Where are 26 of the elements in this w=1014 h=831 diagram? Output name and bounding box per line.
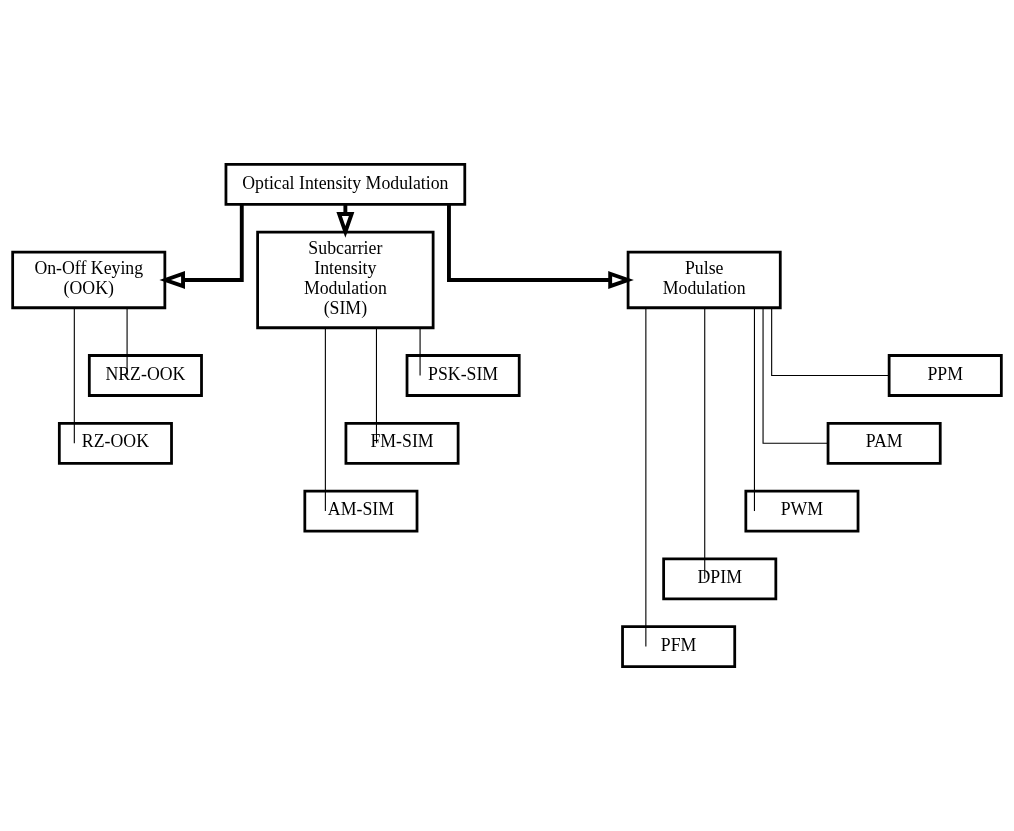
connector <box>126 307 128 377</box>
node-box: On-Off Keying (OOK) <box>11 250 167 310</box>
node-box: AM-SIM <box>303 489 419 533</box>
node-box: DPIM <box>662 557 778 601</box>
connector <box>419 327 421 377</box>
connector <box>704 307 706 580</box>
node-box: PWM <box>744 489 860 533</box>
arrow <box>159 204 244 289</box>
node-box: NRZ-OOK <box>87 354 203 397</box>
node-box: PPM <box>887 354 1003 397</box>
connector <box>375 327 378 444</box>
connector <box>753 307 755 512</box>
connector <box>762 307 829 444</box>
node-box: PSK-SIM <box>405 354 521 397</box>
node-box: Optical Intensity Modulation <box>224 163 467 206</box>
connector <box>324 327 326 512</box>
node-box: RZ-OOK <box>57 421 173 465</box>
connector <box>645 307 647 648</box>
node-box: PAM <box>826 421 942 465</box>
arrow <box>447 204 634 289</box>
node-box: FM-SIM <box>344 421 460 465</box>
node-box: Subcarrier Intensity Modulation (SIM) <box>256 230 435 330</box>
node-box: PFM <box>621 625 737 668</box>
connector <box>73 307 75 444</box>
connector <box>771 307 890 377</box>
node-box: Pulse Modulation <box>626 250 782 310</box>
